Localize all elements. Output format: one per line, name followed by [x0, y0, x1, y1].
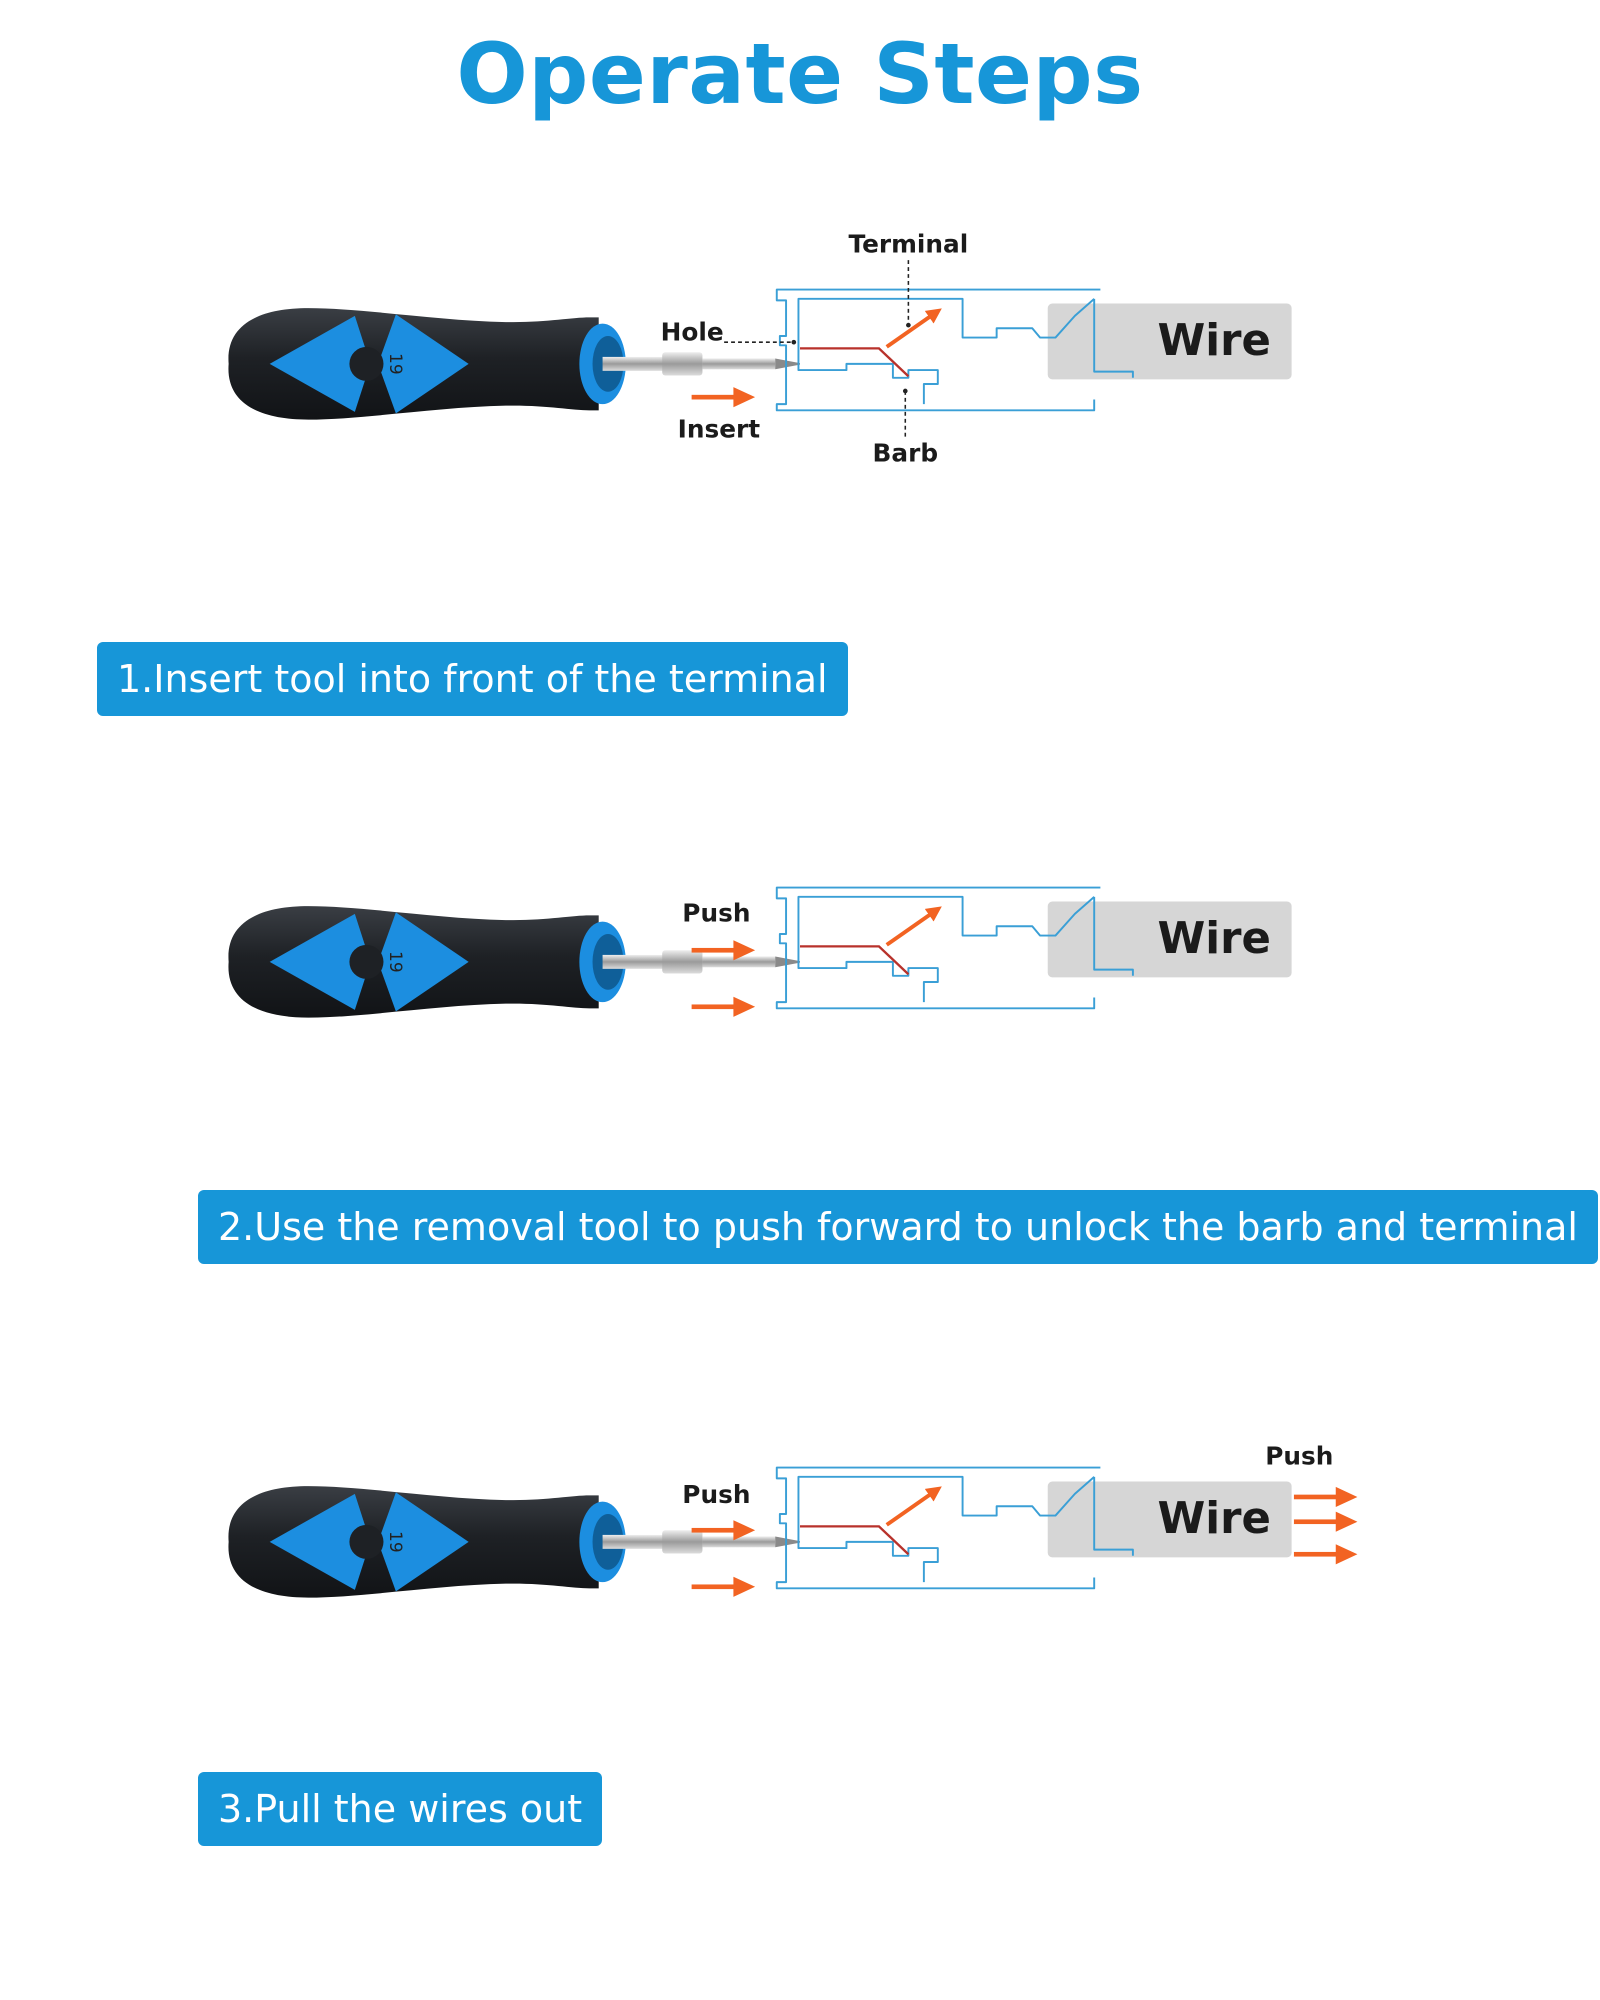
step-2-panel: 19 Wire Push 2.Use the removal tool to p…	[0, 598, 1600, 1264]
insert-arrow-icon	[691, 387, 756, 408]
wire-label: Wire	[1157, 316, 1270, 366]
wire-label: Wire	[1157, 914, 1270, 964]
step-3-panel: 19 Wire Push Push 3.Pull the wires out	[0, 1178, 1600, 1846]
wire-label: Wire	[1157, 1494, 1270, 1544]
step-3-caption: 3.Pull the wires out	[198, 1772, 603, 1846]
push-arrow-lower-icon	[691, 1576, 756, 1597]
push-label: Push	[682, 899, 750, 928]
hole-leader-dot	[791, 339, 797, 345]
pull-arrow-middle-icon	[1293, 1511, 1358, 1532]
step-3-diagram: 19 Wire Push Push	[228, 1441, 1358, 1598]
terminal-label: Terminal	[849, 229, 969, 258]
step-1-caption: 1.Insert tool into front of the terminal	[97, 642, 848, 716]
push-arrow-lower-icon	[691, 996, 756, 1017]
step-2-caption: 2.Use the removal tool to push forward t…	[198, 1190, 1598, 1264]
handle-number: 19	[385, 1531, 405, 1553]
hole-label: Hole	[661, 318, 724, 347]
page-title: Operate Steps	[456, 25, 1144, 123]
step-2-diagram: 19 Wire Push	[228, 598, 1600, 1018]
step-1-panel: 19 Wire Terminal Hole Insert Barb 1.Inse…	[0, 0, 1600, 716]
pull-arrow-top-icon	[1293, 1486, 1358, 1508]
push-wire-label: Push	[1265, 1441, 1333, 1470]
barb-label: Barb	[873, 438, 939, 467]
insert-label: Insert	[678, 414, 761, 443]
handle-number: 19	[385, 353, 405, 375]
terminal-leader-dot	[906, 322, 911, 328]
pull-arrow-bottom-icon	[1293, 1544, 1358, 1565]
handle-number: 19	[385, 951, 405, 973]
push-tool-label: Push	[682, 1480, 750, 1509]
step-1-diagram: 19 Wire Terminal Hole Insert Barb	[228, 229, 1600, 467]
